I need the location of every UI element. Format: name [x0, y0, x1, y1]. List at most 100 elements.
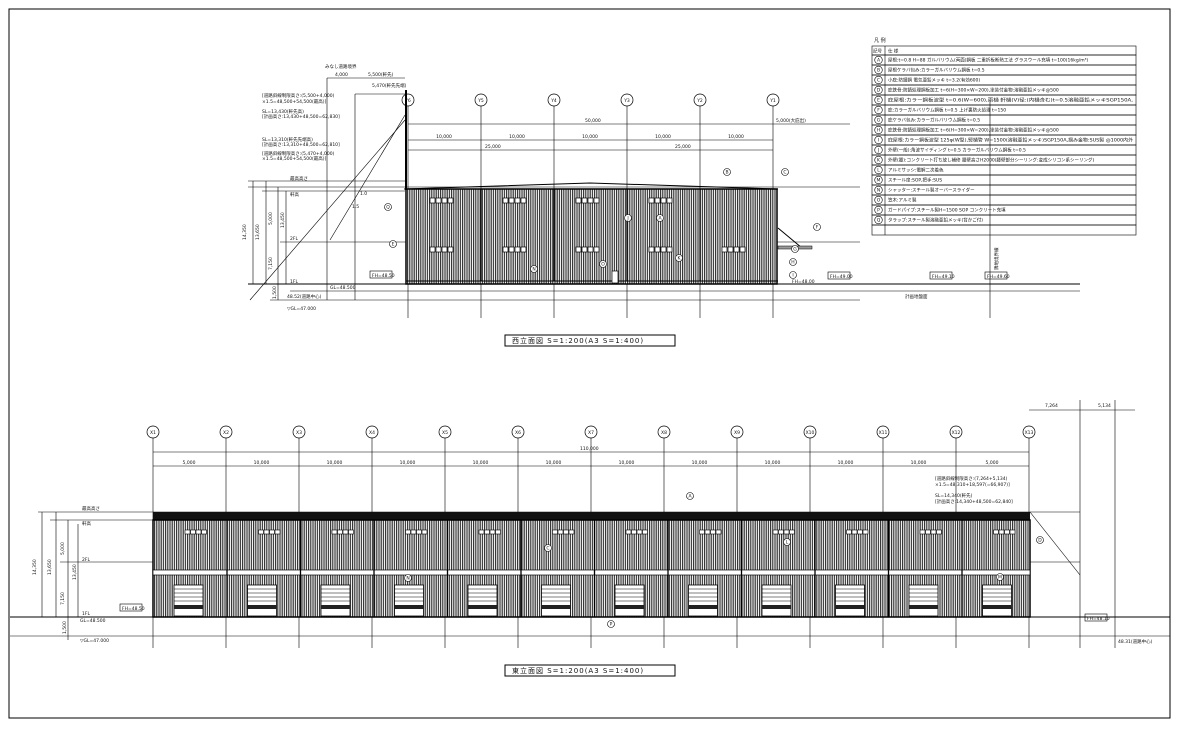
window — [783, 529, 790, 535]
callout-marker — [783, 538, 791, 546]
grid-bubble — [292, 425, 306, 439]
window — [258, 529, 264, 535]
window — [201, 529, 207, 535]
legend-spec: 庇鉄骨:防錆処理鋼板加工 t=6(H=300×W=200),塗装付金物:溶融亜鉛… — [888, 87, 1059, 94]
window — [857, 529, 863, 535]
floor-band — [152, 569, 1031, 576]
window — [862, 529, 869, 535]
dim-top: 5,470(軒先先端) — [372, 82, 407, 89]
legend-code-marker — [874, 65, 883, 75]
callout-label: N — [406, 576, 409, 582]
window — [919, 529, 926, 535]
dock-seal — [688, 605, 718, 609]
dock-seal — [541, 605, 571, 609]
ground-label: FH=48.00 — [792, 279, 815, 285]
callout-marker — [723, 168, 731, 176]
window — [778, 529, 784, 535]
door — [611, 270, 619, 284]
dim-span: 10,000 — [254, 460, 270, 466]
window — [715, 529, 722, 535]
dim-top: 4,000 — [335, 72, 348, 78]
overhead-shutter — [541, 584, 571, 617]
callout-label: M — [998, 575, 1002, 581]
height-dim: 13,650 — [255, 224, 261, 240]
grid-bubble — [620, 93, 634, 107]
callout-label: P — [610, 622, 613, 628]
grid-label: X13 — [1025, 430, 1034, 436]
window — [190, 529, 196, 535]
legend-code-marker — [874, 105, 883, 115]
window — [593, 246, 600, 253]
window — [660, 197, 667, 204]
grid-bubble — [766, 93, 780, 107]
grid-bubble — [365, 425, 379, 439]
callout-marker — [389, 240, 397, 248]
height-dim: 1,500 — [272, 286, 278, 299]
grid-bubble — [438, 425, 452, 439]
window — [421, 529, 428, 535]
grid-label: X9 — [734, 430, 740, 436]
overhead-shutter — [835, 584, 865, 617]
grid-label: X10 — [806, 430, 815, 436]
dim-right: 5,134 — [1098, 403, 1111, 409]
legend-code: Q — [877, 218, 881, 224]
overhead-shutter — [908, 584, 939, 617]
window — [568, 529, 575, 535]
dim-total: 110,000 — [580, 446, 599, 452]
callout-marker — [607, 620, 615, 628]
legend-spec: タラップ:スチール製溶融亜鉛メッキ(背かご付) — [888, 217, 983, 224]
ground-label: 48.52(道路中心) — [287, 293, 322, 300]
legend-code-marker — [874, 95, 883, 105]
callout-marker — [813, 223, 821, 231]
legend-col-spec: 仕 様 — [888, 48, 899, 55]
window — [581, 246, 588, 253]
legend-code-marker — [874, 215, 883, 225]
window — [478, 529, 485, 535]
window — [721, 246, 728, 253]
window — [710, 529, 716, 535]
window — [846, 529, 852, 535]
building-wall — [405, 188, 778, 285]
legend-code-marker — [874, 165, 883, 175]
legend-code-marker — [874, 145, 883, 155]
window — [587, 246, 594, 253]
callout-label: H — [791, 260, 794, 266]
title-box — [504, 334, 676, 347]
legend-spec: ガードパイプ:スチール製H=1500 SOP コンクリート充填 — [888, 207, 1006, 214]
ground-label: ▽GL=47.000 — [287, 306, 316, 312]
window — [587, 197, 594, 204]
overhead-shutter — [467, 584, 498, 617]
window — [993, 529, 999, 535]
legend-code: P — [877, 208, 880, 214]
ground-label: GL=48.500 — [330, 285, 356, 291]
window — [666, 246, 673, 253]
legend-code-marker — [874, 205, 883, 215]
legend-code-marker — [874, 55, 883, 65]
window — [441, 197, 448, 204]
grid-label: Y1 — [769, 98, 776, 104]
right-label: FH=49.10 — [932, 274, 955, 280]
window — [520, 246, 527, 253]
window — [502, 246, 509, 253]
callout-label: B — [725, 170, 728, 176]
dim-span: 10,000 — [655, 134, 671, 140]
overhead-shutter — [688, 584, 718, 617]
level-label: 最高高さ — [82, 505, 100, 512]
legend-code: D — [877, 88, 881, 94]
regulation-note: [計画高さ:13,310+48,500=62,810] — [262, 141, 340, 148]
dim-span: 10,000 — [582, 134, 598, 140]
height-dim: 13,650 — [47, 559, 53, 575]
legend-code-marker — [874, 185, 883, 195]
dim-span: 10,000 — [692, 460, 708, 466]
window — [552, 529, 558, 535]
dock-seal — [982, 605, 1012, 609]
callout-label: G — [793, 247, 797, 253]
grid-bubble — [584, 425, 598, 439]
legend-code: L — [877, 168, 880, 174]
legend-code: O — [877, 198, 881, 204]
callout-label: L — [786, 540, 789, 546]
sheet-border — [8, 8, 1171, 719]
dim-span: 10,000 — [327, 460, 343, 466]
dim-span: 10,000 — [546, 460, 562, 466]
